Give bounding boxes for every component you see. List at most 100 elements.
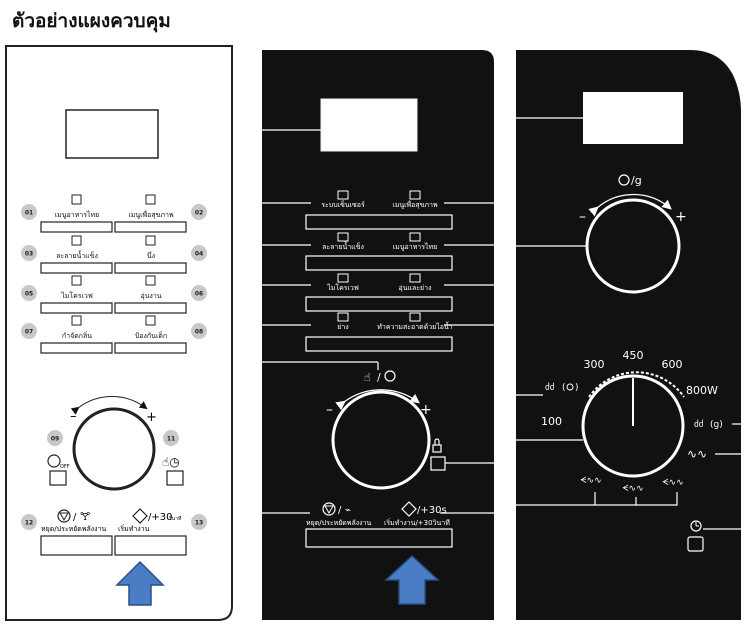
button-microwave[interactable]: ไมโครเวฟ	[40, 275, 113, 314]
clock-button[interactable]	[687, 536, 704, 552]
start-label: เริ่มทำงาน/+30วินาที	[384, 518, 450, 527]
clock-icon	[690, 520, 702, 532]
button-warm[interactable]: อุ่นงาน	[114, 275, 187, 314]
button-defrost[interactable]: ละลายน้ำแข็ง	[40, 235, 113, 274]
badge-label: 05	[25, 291, 33, 298]
button-health[interactable]: เมนูเพื่อสุขภาพ	[114, 194, 187, 233]
badge: 08	[191, 323, 207, 339]
dial-arrow	[70, 395, 148, 415]
combi-2-icon: ᗕ∿∿	[622, 484, 644, 494]
button-label: ทำความสะอาดด้วยไอน้ำ	[377, 320, 453, 331]
button-microwave[interactable]: ไมโครเวฟ	[326, 273, 359, 292]
hand-clock-icon: ☝◷	[162, 455, 180, 469]
start-icon	[401, 501, 417, 517]
panel-2: ระบบเซ็นเซอร์ เมนูเพื่อสุขภาพละลายน้ำแข็ง…	[262, 50, 494, 620]
control-dial[interactable]	[72, 407, 156, 491]
button-label: ไมโครเวฟ	[326, 283, 359, 292]
button-box[interactable]	[305, 214, 453, 230]
child-lock-button[interactable]	[430, 456, 446, 471]
dial-minus: –	[326, 402, 333, 418]
combi-3-icon: ᗕ∿∿	[662, 478, 684, 488]
stop-button[interactable]	[40, 535, 113, 556]
button-label: ละลายน้ำแข็ง	[322, 240, 364, 251]
badge: 12	[21, 514, 37, 530]
steam-icon	[145, 235, 156, 246]
power-level-label: 100	[541, 415, 562, 428]
microwave-icon	[337, 273, 349, 283]
badge: 06	[191, 285, 207, 301]
button-box[interactable]	[114, 302, 187, 314]
deodorize-icon	[71, 315, 82, 326]
button-label: อุ่นและย่าง	[398, 284, 431, 292]
button-grill[interactable]: ย่าง	[337, 312, 349, 331]
badge-label: 11	[167, 436, 175, 443]
dial1-label: /g	[631, 174, 642, 187]
button-steam[interactable]: นึ่ง	[114, 235, 187, 274]
pointer-arrow	[384, 554, 440, 605]
eco-icon: ⌁	[345, 505, 351, 516]
clock-button[interactable]	[166, 470, 184, 486]
button-label: เมนูอาหารไทย	[393, 242, 437, 251]
button-box[interactable]	[40, 221, 113, 233]
clock-icon	[384, 370, 396, 382]
control-dial[interactable]	[331, 390, 431, 490]
button-combi[interactable]: อุ่นและย่าง	[398, 273, 432, 292]
badge-label: 13	[195, 520, 203, 527]
dial1-minus: –	[579, 209, 586, 225]
button-box[interactable]	[114, 342, 187, 354]
button-box[interactable]	[40, 302, 113, 314]
off-label: OFF	[60, 464, 70, 470]
sensor-icon	[337, 190, 349, 200]
button-deodorize[interactable]: กำจัดกลิ่น	[40, 315, 113, 354]
defrost-weight-icon: ძძ	[694, 419, 704, 430]
off-button[interactable]	[49, 470, 67, 486]
button-box[interactable]	[40, 262, 113, 274]
health-icon	[145, 194, 156, 205]
power-level-label: 800W	[686, 384, 718, 397]
badge: 04	[191, 245, 207, 261]
dial-plus: +	[146, 410, 157, 425]
button-box[interactable]	[114, 221, 187, 233]
defrost-icon	[337, 232, 349, 242]
stop-start-button[interactable]	[305, 528, 453, 548]
button-thai-menu[interactable]: เมนูอาหารไทย	[393, 232, 437, 251]
start-label: เริ่มทำงาน	[118, 524, 150, 533]
pointer-arrow	[115, 560, 165, 606]
button-steam-clean[interactable]: ทำความสะอาดด้วยไอน้ำ	[377, 312, 453, 331]
time-weight-dial[interactable]	[585, 198, 681, 294]
defrost-icon	[71, 235, 82, 246]
button-defrost[interactable]: ละลายน้ำแข็ง	[322, 232, 364, 251]
hand-icon: ☝	[364, 371, 371, 384]
combi-1-icon: ᗕ∿∿	[580, 476, 602, 486]
start-icon	[132, 508, 148, 524]
chef-hat-icon	[71, 194, 82, 205]
microwave-icon	[71, 275, 82, 286]
button-chef-hat[interactable]: เมนูอาหารไทย	[40, 194, 113, 233]
display-screen	[65, 109, 159, 159]
button-label: ย่าง	[337, 323, 348, 331]
start-button[interactable]	[114, 535, 187, 556]
button-box[interactable]	[114, 262, 187, 274]
power-level-label: 450	[623, 349, 644, 362]
off-icon	[47, 454, 61, 468]
button-lock[interactable]: ป้องกันเด็ก	[114, 315, 187, 354]
combi-icon	[409, 273, 421, 283]
button-label: เมนูอาหารไทย	[55, 210, 99, 219]
left-label: (	[562, 383, 566, 393]
button-box[interactable]	[305, 296, 453, 312]
button-box[interactable]	[40, 342, 113, 354]
button-label: ไมโครเวฟ	[60, 291, 93, 300]
start-symbol: /+30s	[417, 505, 447, 516]
lock-icon	[145, 315, 156, 326]
lock-icon	[432, 444, 442, 453]
stop-symbol: /	[338, 505, 342, 516]
button-box[interactable]	[305, 336, 453, 352]
page-title: ตัวอย่างแผงควบคุม	[12, 10, 171, 32]
button-sensor[interactable]: ระบบเซ็นเซอร์	[321, 190, 365, 209]
stop-icon	[57, 509, 71, 523]
button-health[interactable]: เมนูเพื่อสุขภาพ	[392, 190, 438, 209]
grill-icon	[337, 312, 349, 322]
display-screen	[320, 98, 418, 152]
button-box[interactable]	[305, 255, 453, 271]
stop-label: หยุด/ประหยัดพลังงาน	[306, 519, 372, 527]
